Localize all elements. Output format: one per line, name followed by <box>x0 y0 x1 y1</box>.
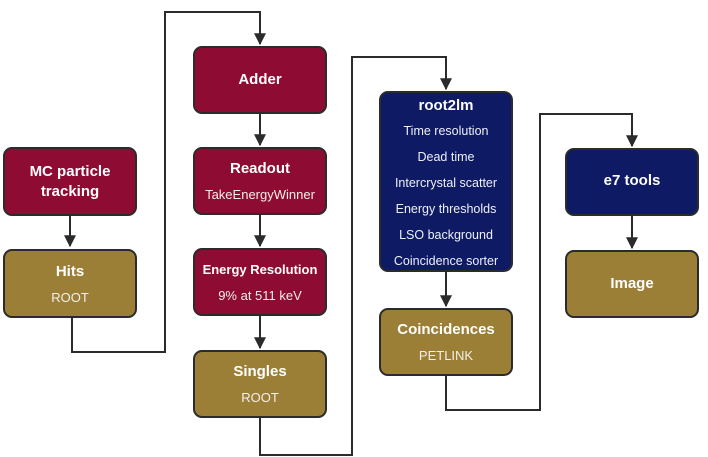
connector-coinc-to-e7 <box>445 113 638 411</box>
node-energy-resolution: Energy Resolution 9% at 511 keV <box>193 248 327 316</box>
node-energy-sub: 9% at 511 keV <box>218 288 302 303</box>
node-e7-tools: e7 tools <box>565 148 699 216</box>
connector-hits-to-adder <box>71 11 266 353</box>
node-coincidences: Coincidences PETLINK <box>379 308 513 376</box>
node-energy-title: Energy Resolution <box>202 262 318 277</box>
node-singles-sub: ROOT <box>241 390 279 405</box>
root2lm-item-energy-thresholds: Energy thresholds <box>395 202 497 216</box>
node-image: Image <box>565 250 699 318</box>
root2lm-item-dead-time: Dead time <box>417 150 475 164</box>
connector-singles-to-root2lm <box>259 56 452 456</box>
node-coinc-title: Coincidences <box>397 321 495 338</box>
root2lm-item-coincidence-sorter: Coincidence sorter <box>393 254 499 268</box>
node-singles-title: Singles <box>233 363 287 380</box>
node-adder-title: Adder <box>238 71 282 88</box>
node-hits-title: Hits <box>55 262 85 280</box>
node-singles: Singles ROOT <box>193 350 327 418</box>
node-mc-title: MC particle tracking <box>29 162 111 200</box>
root2lm-item-intercrystal-scatter: Intercrystal scatter <box>394 176 498 190</box>
root2lm-item-time-resolution: Time resolution <box>403 124 489 138</box>
root2lm-item-lso-background: LSO background <box>399 228 493 242</box>
node-readout-sub: TakeEnergyWinner <box>205 187 315 202</box>
node-image-title: Image <box>610 275 654 292</box>
node-hits: Hits ROOT <box>3 249 137 318</box>
node-hits-sub: ROOT <box>51 289 89 305</box>
node-root2lm-title: root2lm <box>418 97 474 114</box>
node-coinc-sub: PETLINK <box>418 348 474 363</box>
node-adder: Adder <box>193 46 327 114</box>
node-readout-title: Readout <box>230 160 290 177</box>
node-root2lm: root2lm Time resolution Dead time Interc… <box>379 91 513 272</box>
node-e7-title: e7 tools <box>603 172 661 189</box>
node-mc-particle-tracking: MC particle tracking <box>3 147 137 216</box>
node-readout: Readout TakeEnergyWinner <box>193 147 327 215</box>
